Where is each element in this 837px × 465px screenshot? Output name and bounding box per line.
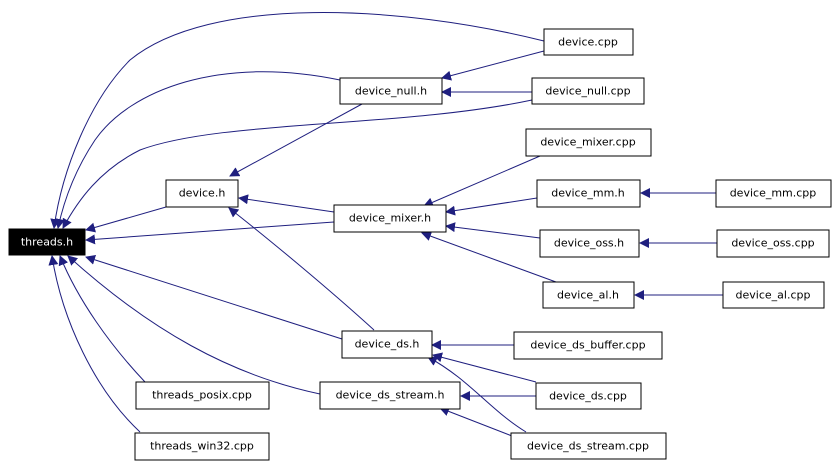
node-label: device_al.cpp [736, 289, 811, 302]
edge-threads-posix-cpp-to-threads-h [58, 255, 146, 383]
node-label: device_ds.h [355, 338, 420, 351]
node-device-ds-cpp[interactable]: device_ds.cpp [535, 382, 642, 410]
node-device-ds-h[interactable]: device_ds.h [341, 330, 433, 359]
edge-device-null-h-to-threads-h [54, 71, 341, 229]
edge-device-mixer-h-to-device-h [238, 194, 335, 213]
node-label: device_mixer.h [349, 212, 431, 225]
node-label: device_ds_stream.cpp [527, 440, 649, 453]
node-device-null-cpp[interactable]: device_null.cpp [531, 77, 645, 105]
edge-device-mixer-h-to-threads-h [85, 221, 335, 245]
node-label: device_ds_buffer.cpp [530, 339, 645, 352]
node-device-ds-stream-cpp[interactable]: device_ds_stream.cpp [510, 432, 667, 460]
node-threads-h[interactable]: threads.h [8, 228, 86, 256]
edge-device-null-cpp-to-threads-h [62, 99, 533, 229]
node-label: device_mixer.cpp [540, 136, 635, 149]
node-device-oss-h[interactable]: device_oss.h [539, 229, 640, 258]
edge-device-ds-h-to-threads-h [85, 254, 343, 340]
node-device-mm-cpp[interactable]: device_mm.cpp [715, 179, 832, 208]
edge-device-oss-h-to-device-mixer-h [445, 222, 541, 239]
node-device-null-h[interactable]: device_null.h [339, 77, 443, 105]
node-label: threads.h [21, 236, 73, 249]
node-label: device_null.cpp [545, 85, 630, 98]
node-label: device_al.h [557, 289, 619, 302]
edge-device-mm-h-to-device-mixer-h [445, 197, 538, 216]
node-label: device.cpp [558, 36, 618, 49]
node-device-al-cpp[interactable]: device_al.cpp [722, 281, 825, 309]
node-device-oss-cpp[interactable]: device_oss.cpp [716, 229, 830, 258]
node-device-mm-h[interactable]: device_mm.h [536, 179, 641, 208]
edge-device-ds-stream-cpp-to-device-ds-stream-h [439, 406, 513, 437]
edge-device-ds-h-to-device-h [228, 207, 375, 331]
edge-device-cpp-to-threads-h [50, 12, 545, 229]
node-label: device_oss.cpp [731, 237, 814, 250]
edge-threads-win32-cpp-to-threads-h [48, 255, 141, 433]
node-threads-posix-cpp[interactable]: threads_posix.cpp [135, 381, 270, 410]
node-label: threads_win32.cpp [150, 440, 254, 453]
node-label: device_null.h [355, 85, 427, 98]
edge-device-mixer-cpp-to-device-mixer-h [423, 155, 541, 208]
edge-device-null-h-to-device-h [229, 103, 363, 177]
node-label: threads_posix.cpp [152, 389, 252, 402]
dependency-edges [48, 12, 723, 437]
edge-device-ds-cpp-to-device-ds-h [432, 352, 537, 383]
edge-device-ds-stream-h-to-threads-h [67, 255, 321, 395]
node-label: device_mm.cpp [730, 187, 817, 200]
node-device-al-h[interactable]: device_al.h [542, 281, 635, 309]
edge-device-cpp-to-device-null-h [441, 50, 545, 81]
node-threads-win32-cpp[interactable]: threads_win32.cpp [134, 432, 270, 461]
node-device-mixer-cpp[interactable]: device_mixer.cpp [525, 128, 652, 157]
edge-device-ds-stream-cpp-to-device-ds-h [427, 356, 527, 433]
file-nodes: threads.h device.h device_null.h device.… [8, 28, 832, 461]
node-label: device.h [179, 187, 226, 200]
node-label: device_ds_stream.h [336, 389, 445, 402]
edge-device-h-to-threads-h [85, 206, 167, 233]
node-device-mixer-h[interactable]: device_mixer.h [333, 204, 447, 233]
node-device-ds-stream-h[interactable]: device_ds_stream.h [319, 381, 461, 410]
node-device-ds-buffer-cpp[interactable]: device_ds_buffer.cpp [513, 331, 663, 360]
node-device-h[interactable]: device.h [165, 179, 239, 208]
node-label: device_ds.cpp [549, 390, 627, 403]
node-device-cpp[interactable]: device.cpp [543, 28, 634, 56]
edge-device-al-h-to-device-mixer-h [421, 231, 557, 283]
node-label: device_mm.h [551, 187, 625, 200]
node-label: device_oss.h [554, 237, 624, 250]
